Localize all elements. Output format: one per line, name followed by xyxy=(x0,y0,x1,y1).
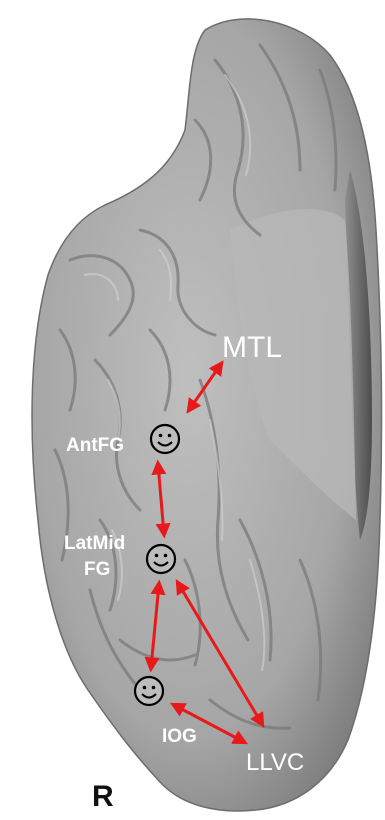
label-latmid-line1: LatMid xyxy=(64,533,125,554)
smiley-face-icon xyxy=(147,545,175,573)
label-iog: IOG xyxy=(162,726,197,747)
label-latmid-line2: FG xyxy=(84,559,110,580)
label-llvc: LLVC xyxy=(246,749,304,776)
brain-surface xyxy=(32,19,382,811)
label-mtl: MTL xyxy=(222,331,282,364)
label-antfg: AntFG xyxy=(66,435,124,456)
smiley-face-icon xyxy=(151,425,179,453)
smiley-face-icon xyxy=(135,677,163,705)
hemisphere-label: R xyxy=(92,780,114,813)
